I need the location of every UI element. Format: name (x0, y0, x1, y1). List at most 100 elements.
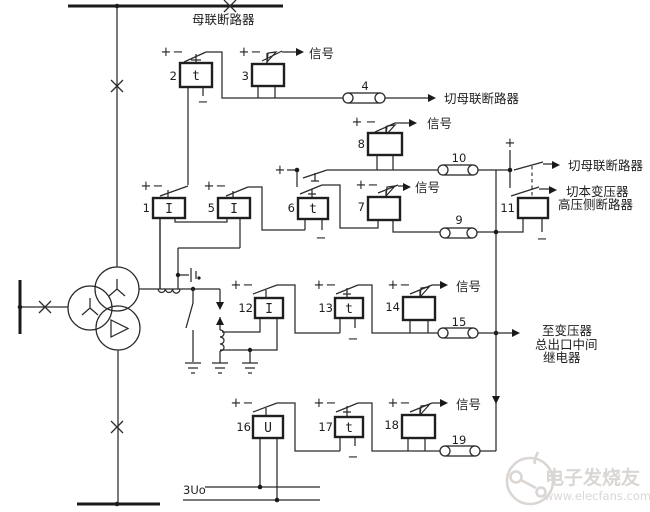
bus-section: 母联断路器 (17, 0, 283, 507)
signal-flag-icon (385, 124, 397, 137)
arrow-right-icon (296, 48, 304, 56)
relay-type-5: I (230, 202, 238, 217)
wye-icon (108, 279, 126, 297)
transformer-winding-lv (95, 305, 141, 351)
relay-num-18: 18 (384, 418, 399, 432)
minus-label: − (153, 179, 164, 194)
breaker-x-icon (223, 0, 237, 13)
relay-box-18 (400, 413, 437, 440)
relay-box-5 (216, 196, 252, 220)
wiring (183, 402, 496, 501)
relay-type-6: t (309, 202, 317, 217)
breaker-x-icon (38, 300, 52, 314)
arrow-right-icon (428, 94, 436, 102)
plus-label: + (352, 115, 363, 130)
plus-label: + (204, 179, 215, 194)
bus-tie-breaker-label: 母联断路器 (192, 12, 255, 27)
drain-coil-icon (219, 329, 225, 352)
coil-end (439, 227, 451, 239)
arrow-right-icon (440, 281, 448, 289)
signal-label: 信号 (309, 46, 334, 61)
relay-box-13 (333, 296, 365, 320)
minus-terminal: − (537, 232, 548, 247)
plus-label: + (356, 178, 367, 193)
relay-type-16: U (264, 421, 272, 436)
ground-icon (212, 362, 228, 374)
signal-flag-icon (419, 404, 431, 417)
relay-num-17: 17 (318, 420, 333, 434)
arrow-down-icon (492, 396, 500, 404)
relay-num-13: 13 (318, 301, 333, 315)
signal-label: 信号 (415, 180, 440, 195)
earthing-switch (185, 289, 194, 362)
junction-dot (294, 167, 300, 173)
to-transformer-label-line2: 总出口中间 (535, 337, 598, 352)
relay-type-12: I (265, 302, 273, 317)
ground-icon (242, 362, 258, 374)
relay-num-6: 6 (288, 201, 295, 215)
coil-end (437, 327, 449, 339)
row-a: + − + − 2 t − 3 信号 4 切母联断路器 (161, 45, 520, 185)
junction-dot (507, 167, 513, 173)
relay-num-11: 11 (500, 201, 515, 215)
relay-type-17: t (345, 421, 353, 436)
delta-icon (110, 318, 130, 339)
junction-dot (17, 304, 23, 310)
minus-terminal: − (316, 231, 327, 246)
trip-bus-tie-label: 切母联断路器 (444, 91, 520, 106)
junction-dot (175, 272, 181, 278)
relay-box-12 (253, 296, 285, 320)
coil-end (342, 92, 354, 104)
breaker-x-icon (110, 420, 124, 434)
row-c: + − + − + − 12 I 13 t − 14 信号 15 至变压器 总出… (231, 278, 598, 365)
signal-flag-icon (419, 286, 431, 299)
minus-label: − (366, 115, 377, 130)
arrow-right-icon (552, 161, 560, 169)
junction-dot (493, 229, 499, 235)
minus-label: − (400, 278, 411, 293)
relay-box-14 (401, 295, 437, 322)
signal-label: 信号 (456, 279, 481, 294)
relay-num-1: 1 (143, 201, 150, 215)
junction-dot (257, 484, 263, 490)
watermark-url: www.elecfans.com (544, 489, 650, 503)
breaker-x-icon (110, 79, 124, 93)
watermark-title: 电子发烧友 (545, 466, 640, 489)
arrow-right-icon (403, 183, 411, 191)
relay-box-8 (366, 131, 404, 157)
arrow-down-icon (216, 302, 224, 310)
coil-end (467, 164, 479, 176)
minus-label: − (243, 278, 254, 293)
watermark-logo-icon (505, 456, 555, 506)
plus-label: + (231, 396, 242, 411)
plus-label: + (231, 278, 242, 293)
relay-num-8: 8 (358, 137, 365, 151)
arrow-up-icon (216, 317, 224, 325)
plus-label: + (314, 278, 325, 293)
wye-icon (81, 298, 99, 316)
ground-icon (185, 362, 201, 374)
relay-box-1 (151, 196, 187, 220)
junction-dot (197, 276, 201, 280)
minus-label: − (326, 278, 337, 293)
minus-terminal: − (348, 332, 359, 347)
wiring (183, 50, 428, 185)
plus-label: + (239, 45, 250, 60)
watermark-logo-dot (535, 486, 547, 498)
plus-label: + (161, 45, 172, 60)
signal-flag-icon (266, 51, 278, 64)
minus-label: − (173, 45, 184, 60)
relay-type-13: t (345, 302, 353, 317)
plus-label: + (388, 396, 399, 411)
arrow-right-icon (549, 186, 557, 194)
coil-end (467, 327, 479, 339)
ct-winding-icon (157, 288, 181, 294)
watermark-logo-stem (533, 451, 540, 465)
arrow-right-icon (440, 399, 448, 407)
signal-label: 信号 (427, 116, 452, 131)
coil-num-19: 19 (452, 433, 467, 447)
junction-dot (274, 497, 280, 503)
relay-num-3: 3 (242, 69, 249, 83)
transformer-winding-mv (67, 285, 113, 331)
